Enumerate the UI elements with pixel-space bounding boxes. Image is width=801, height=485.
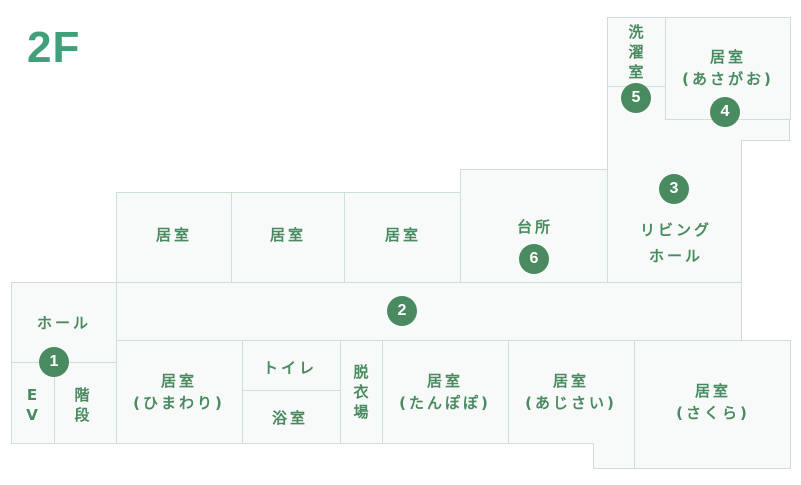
living-hall-label-1: リビング: [639, 221, 713, 239]
room-corridor[interactable]: [116, 282, 742, 341]
himawari-label-1: 居室: [160, 372, 198, 390]
tanpopo-label-2: (たんぽぽ): [399, 394, 491, 412]
elevator-label: EV: [26, 386, 38, 424]
dressing-label: 脱衣場: [353, 363, 369, 421]
asagao-label-2: (あさがお): [682, 70, 774, 88]
badge-3: 3: [659, 174, 689, 204]
tanpopo-label-1: 居室: [426, 372, 464, 390]
laundry-label: 洗濯室: [628, 23, 644, 81]
ajisai-label-1: 居室: [552, 372, 590, 390]
toilet-label: トイレ: [262, 359, 318, 377]
badge-4: 4: [710, 97, 740, 127]
stairs-label: 階段: [74, 386, 90, 424]
room-himawari[interactable]: [116, 340, 243, 444]
kitchen-label: 台所: [516, 218, 554, 236]
badge-6: 6: [519, 244, 549, 274]
room-laundry[interactable]: [607, 17, 666, 87]
room-bath[interactable]: [242, 390, 341, 444]
floor-label: 2F: [27, 23, 81, 72]
room-a-label: 居室: [155, 226, 193, 244]
ajisai-label-2: (あじさい): [525, 394, 617, 412]
room-c-label: 居室: [384, 226, 422, 244]
hall-label: ホール: [36, 314, 92, 332]
sakura-label-1: 居室: [694, 382, 732, 400]
badge-5: 5: [621, 83, 651, 113]
badge-1: 1: [39, 347, 69, 377]
room-dressing[interactable]: [340, 340, 383, 444]
badge-2: 2: [387, 296, 417, 326]
living-hall-label-2: ホール: [648, 247, 704, 265]
wall-segment: [741, 140, 791, 141]
room-ajisai[interactable]: [508, 340, 635, 444]
room-sakura[interactable]: [634, 340, 791, 469]
sakura-label-2: (さくら): [676, 404, 750, 422]
himawari-label-2: (ひまわり): [133, 394, 225, 412]
bath-label: 浴室: [271, 409, 309, 427]
room-b-label: 居室: [269, 226, 307, 244]
room-sakura-step: [593, 443, 635, 469]
room-tanpopo[interactable]: [382, 340, 509, 444]
asagao-label-1: 居室: [709, 48, 747, 66]
room-stairs[interactable]: [54, 362, 117, 444]
